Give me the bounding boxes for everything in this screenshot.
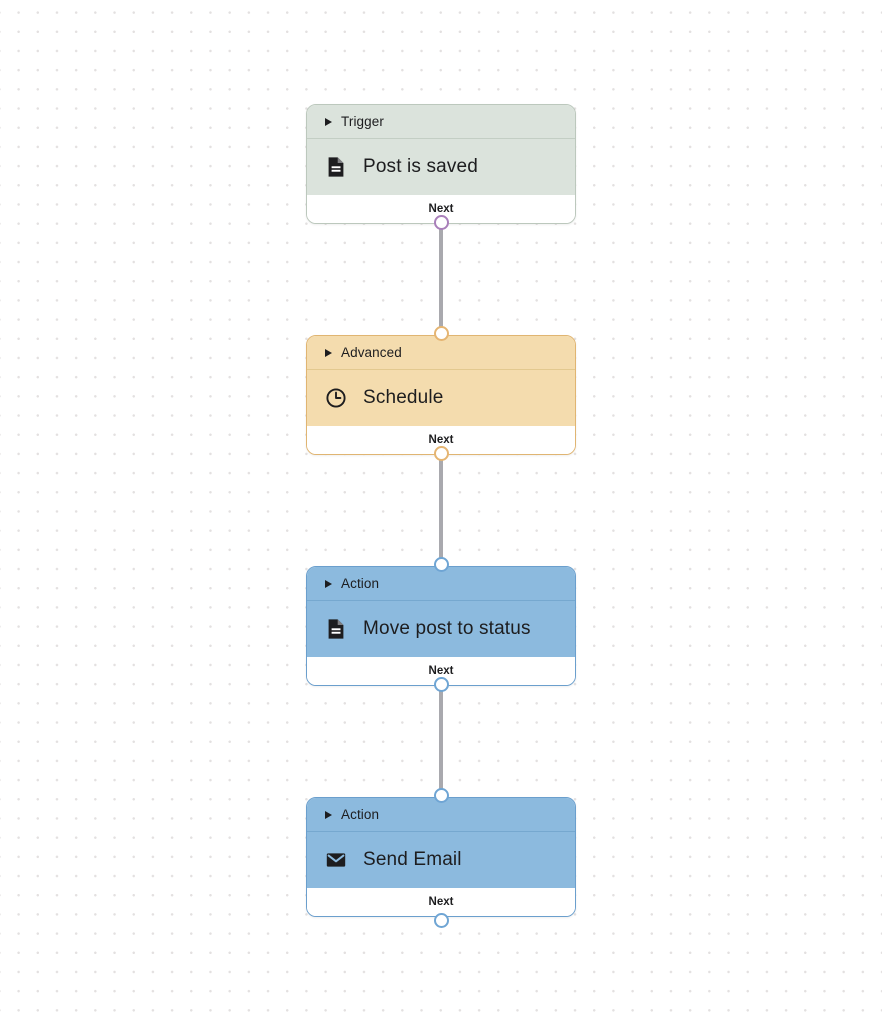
- node-header-advanced[interactable]: Advanced: [307, 336, 575, 370]
- output-port-advanced[interactable]: [434, 446, 449, 461]
- node-title: Schedule: [363, 387, 444, 408]
- input-port-action-move[interactable]: [434, 557, 449, 572]
- workflow-node-advanced[interactable]: Advanced Schedule Next: [306, 335, 576, 455]
- node-footer-next[interactable]: Next: [307, 888, 575, 916]
- disclosure-triangle-icon[interactable]: [325, 117, 332, 126]
- disclosure-triangle-icon[interactable]: [325, 579, 332, 588]
- node-category-label: Trigger: [341, 114, 384, 129]
- disclosure-triangle-icon[interactable]: [325, 348, 332, 357]
- output-port-trigger[interactable]: [434, 215, 449, 230]
- document-icon: [325, 618, 347, 640]
- node-header-action-move[interactable]: Action: [307, 567, 575, 601]
- node-title: Move post to status: [363, 618, 531, 639]
- node-header-trigger[interactable]: Trigger: [307, 105, 575, 139]
- clock-icon: [325, 387, 347, 409]
- disclosure-triangle-icon[interactable]: [325, 810, 332, 819]
- node-footer-label: Next: [428, 896, 454, 908]
- connector-action-move-to-action-email: [439, 684, 443, 796]
- input-port-action-email[interactable]: [434, 788, 449, 803]
- workflow-node-trigger[interactable]: Trigger Post is saved Next: [306, 104, 576, 224]
- node-body-action-move[interactable]: Move post to status: [307, 601, 575, 657]
- node-footer-label: Next: [428, 434, 454, 446]
- workflow-node-action-move[interactable]: Action Move post to status Next: [306, 566, 576, 686]
- output-port-action-email[interactable]: [434, 913, 449, 928]
- connector-advanced-to-action-move: [439, 453, 443, 565]
- node-category-label: Advanced: [341, 345, 402, 360]
- node-body-trigger[interactable]: Post is saved: [307, 139, 575, 195]
- node-category-label: Action: [341, 807, 380, 822]
- node-category-label: Action: [341, 576, 380, 591]
- document-icon: [325, 156, 347, 178]
- input-port-advanced[interactable]: [434, 326, 449, 341]
- output-port-action-move[interactable]: [434, 677, 449, 692]
- node-body-action-email[interactable]: Send Email: [307, 832, 575, 888]
- connector-trigger-to-advanced: [439, 222, 443, 334]
- node-footer-label: Next: [428, 665, 454, 677]
- node-body-advanced[interactable]: Schedule: [307, 370, 575, 426]
- node-title: Send Email: [363, 849, 462, 870]
- node-title: Post is saved: [363, 156, 478, 177]
- workflow-node-action-email[interactable]: Action Send Email Next: [306, 797, 576, 917]
- node-footer-label: Next: [428, 203, 454, 215]
- node-header-action-email[interactable]: Action: [307, 798, 575, 832]
- envelope-icon: [325, 849, 347, 871]
